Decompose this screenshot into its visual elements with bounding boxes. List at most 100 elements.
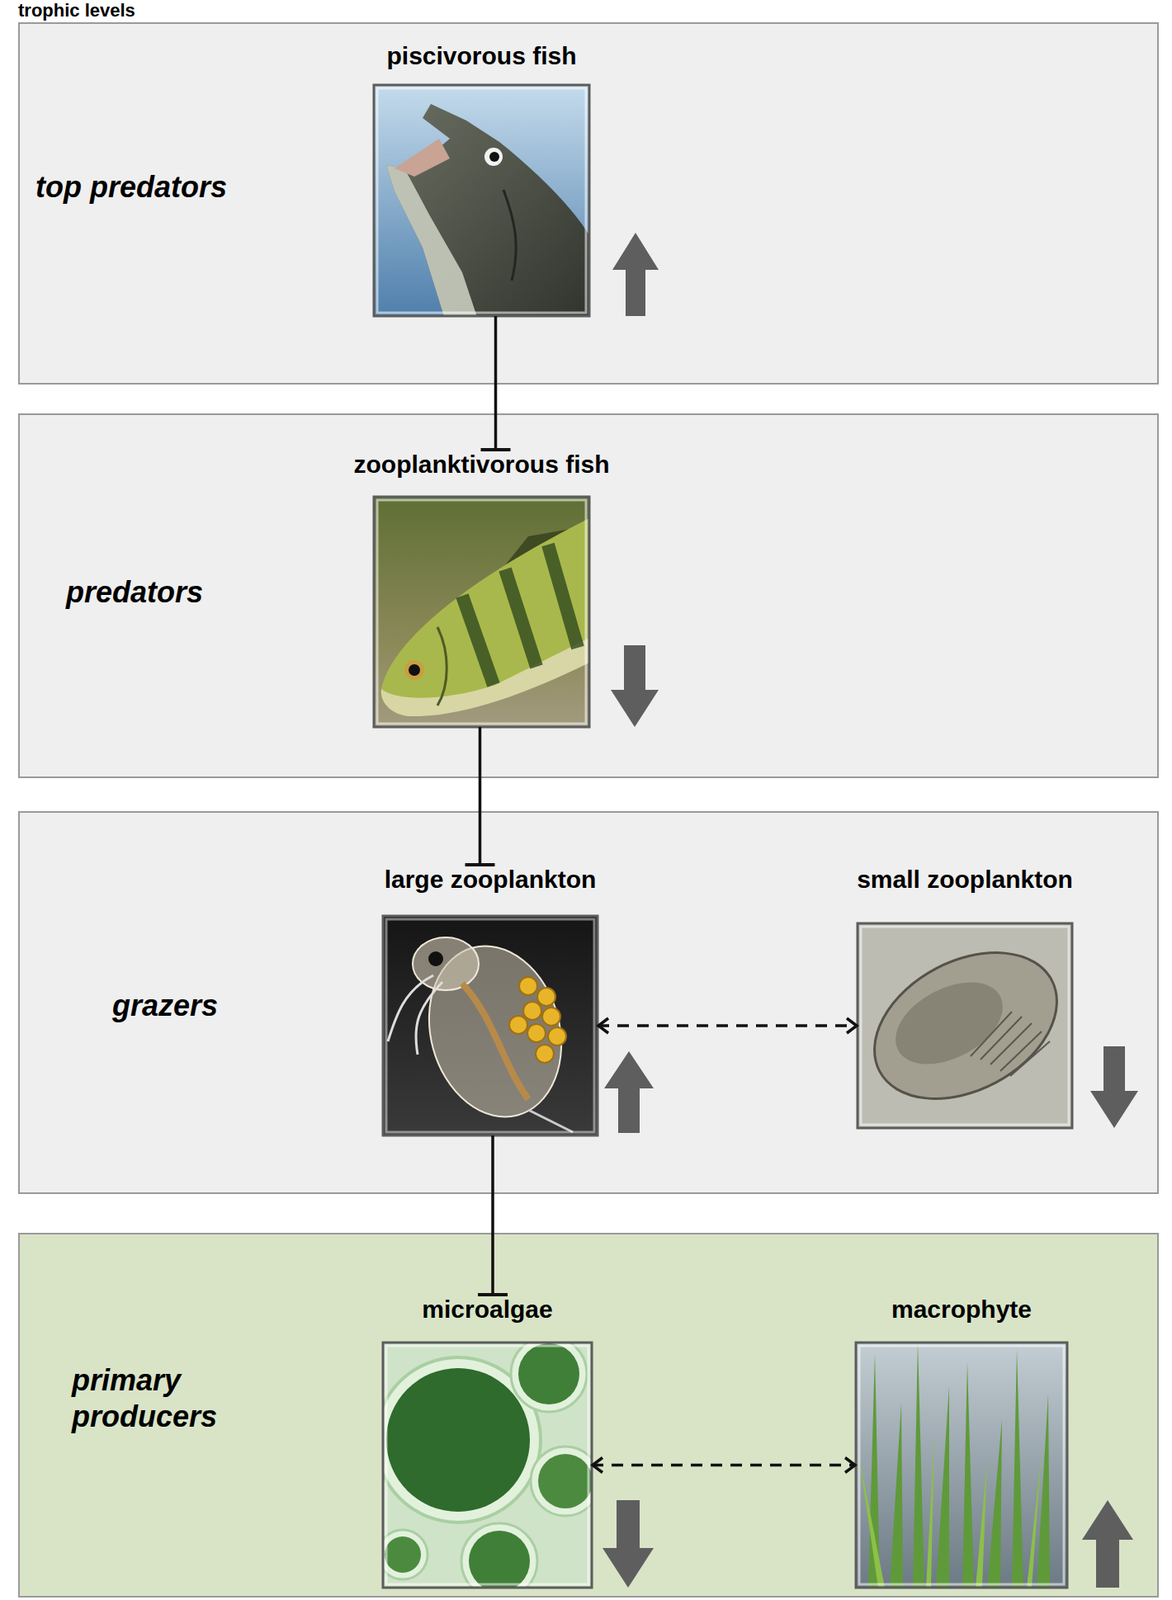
egg bbox=[548, 1027, 567, 1046]
organism-label: microalgae bbox=[421, 1294, 553, 1325]
photo-frame bbox=[373, 496, 590, 728]
striation bbox=[970, 1011, 1012, 1057]
reed bbox=[1036, 1394, 1050, 1588]
increase-arrow bbox=[612, 232, 659, 317]
trophic-level-label: grazers bbox=[112, 987, 443, 1025]
ciliate-striations bbox=[970, 1011, 1050, 1077]
reed bbox=[868, 1353, 880, 1588]
trophic-level-label: predators bbox=[66, 574, 397, 611]
ciliate-photo bbox=[857, 923, 1073, 1129]
fish-pupil bbox=[489, 151, 500, 162]
trophic-band: primary producers microalgae macrophyte bbox=[18, 1233, 1159, 1598]
organism-label: zooplanktivorous fish bbox=[353, 449, 610, 480]
photo-frame bbox=[373, 85, 590, 317]
reed bbox=[926, 1436, 935, 1588]
reed-photo bbox=[855, 1342, 1068, 1588]
algae-colony-core bbox=[386, 1368, 530, 1513]
photo-bevel bbox=[377, 88, 586, 313]
organism-label: small zooplankton bbox=[856, 864, 1073, 895]
pike-photo bbox=[373, 85, 590, 317]
decrease-arrow bbox=[602, 1500, 654, 1588]
photo-bevel bbox=[386, 1346, 589, 1585]
striation bbox=[980, 1016, 1022, 1060]
photo-background bbox=[855, 1342, 1068, 1588]
organism-box: zooplanktivorous fish bbox=[373, 449, 590, 728]
egg bbox=[509, 1016, 528, 1035]
daphnia-antenna bbox=[387, 975, 434, 1042]
striation bbox=[990, 1023, 1032, 1065]
algae-colony bbox=[510, 1342, 587, 1413]
algae-colony bbox=[382, 1530, 428, 1580]
inhibition-connector bbox=[491, 1135, 495, 1295]
algae-colony bbox=[461, 1523, 538, 1588]
organism-box: piscivorous fish bbox=[373, 41, 590, 317]
photo-bevel bbox=[386, 919, 595, 1133]
organism-box: large zooplankton bbox=[382, 864, 598, 1136]
interaction-connector bbox=[591, 1464, 856, 1468]
reed bbox=[1011, 1349, 1024, 1588]
photo-background bbox=[382, 1342, 592, 1588]
photo-background bbox=[382, 916, 598, 1136]
increase-arrow bbox=[1082, 1500, 1134, 1588]
egg bbox=[519, 977, 538, 996]
reed bbox=[912, 1342, 925, 1588]
daphnia-spine bbox=[528, 1110, 573, 1133]
perch-photo bbox=[373, 496, 590, 728]
ciliate-granules bbox=[881, 965, 1017, 1082]
reed bbox=[889, 1403, 903, 1588]
reed bbox=[975, 1460, 988, 1588]
striation bbox=[1000, 1031, 1042, 1072]
algae-colony-core bbox=[518, 1343, 580, 1405]
organism-label: piscivorous fish bbox=[386, 41, 577, 71]
decrease-arrow bbox=[610, 645, 659, 728]
fish-stripe bbox=[505, 569, 537, 667]
organism-label: macrophyte bbox=[891, 1294, 1032, 1325]
reed-leaves bbox=[858, 1436, 1042, 1588]
reed bbox=[935, 1386, 950, 1588]
reed bbox=[962, 1361, 974, 1588]
fish-belly bbox=[381, 635, 590, 717]
photo-background bbox=[373, 496, 590, 728]
daphnia-photo bbox=[382, 916, 598, 1136]
organism-box: small zooplankton bbox=[857, 864, 1073, 1129]
trophic-band: predatorszooplanktivorous fish bbox=[18, 413, 1159, 779]
algae-photo bbox=[382, 1342, 592, 1588]
egg bbox=[527, 1024, 546, 1043]
organism-box: macrophyte bbox=[855, 1294, 1068, 1588]
algae-colony-core bbox=[468, 1531, 530, 1588]
fish-stripe bbox=[462, 595, 494, 686]
photo-background bbox=[373, 85, 590, 317]
fish-pupil bbox=[408, 664, 421, 676]
trophic-band: grazerslarge zooplankton small zooplankto… bbox=[18, 811, 1159, 1195]
trophic-level-label: top predators bbox=[35, 169, 366, 206]
inhibition-connector bbox=[478, 727, 483, 865]
daphnia-eye bbox=[428, 951, 444, 967]
reed-stems bbox=[868, 1342, 1050, 1588]
egg bbox=[535, 1044, 554, 1064]
diagram-title: trophic levels bbox=[18, 0, 136, 22]
striation bbox=[1010, 1041, 1050, 1077]
egg bbox=[542, 1007, 561, 1026]
trophic-level-label: primary producers bbox=[71, 1362, 262, 1436]
egg bbox=[523, 1001, 542, 1021]
daphnia-gut bbox=[462, 983, 529, 1100]
interaction-connector bbox=[597, 1024, 858, 1028]
algae-colony bbox=[530, 1446, 592, 1517]
photo-background bbox=[857, 923, 1073, 1129]
photo-frame bbox=[382, 1342, 592, 1588]
fish-body bbox=[381, 515, 590, 717]
daphnia-head bbox=[412, 937, 479, 991]
algae-colony-core bbox=[538, 1454, 592, 1509]
photo-bevel bbox=[860, 926, 1069, 1125]
fish-belly bbox=[386, 165, 479, 317]
trend-arrows bbox=[602, 232, 1139, 1588]
reed bbox=[858, 1452, 885, 1588]
ciliate-cell bbox=[857, 923, 1073, 1129]
photo-bevel bbox=[859, 1346, 1064, 1585]
reed bbox=[987, 1419, 1002, 1588]
increase-arrow bbox=[604, 1051, 654, 1134]
fish-eye bbox=[484, 147, 503, 166]
daphnia-antenna bbox=[415, 982, 443, 1055]
organism-box: microalgae bbox=[382, 1294, 592, 1588]
